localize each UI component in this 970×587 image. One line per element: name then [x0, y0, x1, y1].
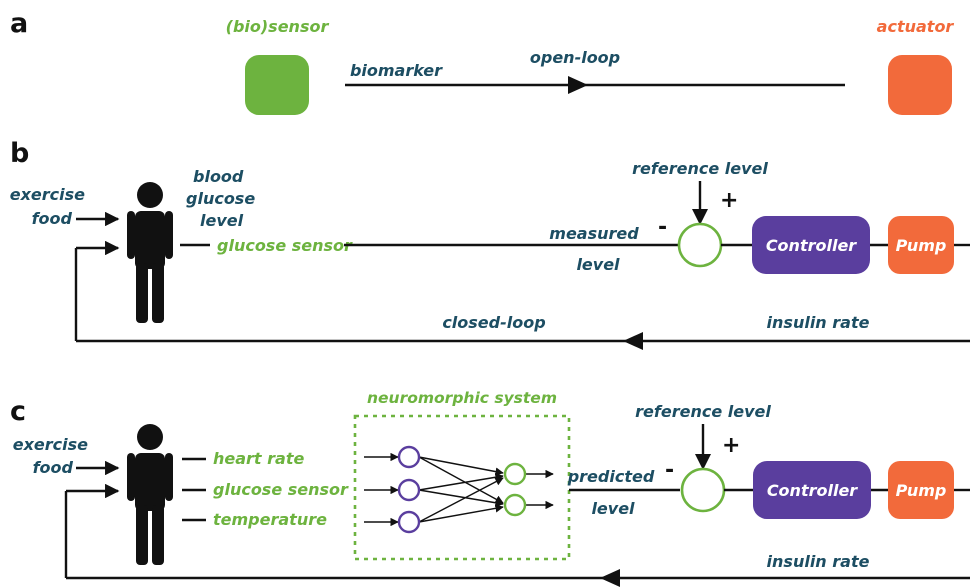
output-neuron	[503, 462, 527, 486]
pump-block	[888, 216, 954, 274]
panel-b: b exercise food blood glucose level gluc…	[10, 138, 970, 350]
closed-loop-label: closed-loop	[442, 313, 545, 332]
input-neuron	[397, 445, 421, 469]
plus-sign: +	[722, 433, 740, 458]
insulin-rate-label: insulin rate	[767, 552, 870, 571]
glucose-label: glucose	[186, 189, 255, 208]
person-icon	[127, 424, 173, 565]
pump-label: Pump	[896, 236, 947, 255]
insulin-rate-label: insulin rate	[767, 313, 870, 332]
reference-label: reference level	[635, 402, 771, 421]
arrowhead-icon	[568, 76, 588, 94]
measured-level-label: level	[576, 255, 620, 274]
input-neuron	[397, 510, 421, 534]
output-neuron	[503, 493, 527, 517]
minus-sign: -	[658, 215, 667, 240]
actuator-block	[888, 55, 952, 115]
panel-a-label: a	[10, 8, 28, 39]
controller-block	[753, 461, 871, 519]
arrowhead-icon	[695, 454, 711, 470]
heart-rate-label: heart rate	[213, 449, 304, 468]
level-label: level	[200, 211, 244, 230]
arrowhead-icon	[692, 209, 708, 225]
plus-sign: +	[720, 188, 738, 213]
pump-label: Pump	[896, 481, 947, 500]
panel-c-label: c	[10, 396, 26, 427]
exercise-label: exercise	[13, 435, 88, 454]
panel-c: c exercise food heart rate glucose senso…	[10, 389, 970, 587]
controller-label: Controller	[766, 236, 857, 255]
controller-block	[752, 216, 870, 274]
blood-label: blood	[193, 167, 244, 186]
food-label: food	[33, 458, 74, 477]
person-icon	[127, 182, 173, 323]
food-label: food	[32, 209, 73, 228]
summing-junction-icon	[680, 467, 726, 513]
minus-sign: -	[665, 458, 674, 483]
open-loop-label: open-loop	[530, 48, 620, 67]
biosensor-block	[245, 55, 309, 115]
panel-a: a (bio)sensor actuator biomarker open-lo…	[10, 8, 954, 115]
glucose-sensor-label: glucose sensor	[217, 236, 353, 255]
arrowhead-icon	[623, 332, 643, 350]
actuator-label: actuator	[877, 17, 955, 36]
input-neuron	[397, 478, 421, 502]
controller-label: Controller	[767, 481, 858, 500]
biomarker-label: biomarker	[350, 61, 443, 80]
neuromorphic-box	[353, 414, 571, 561]
predicted-level-label: level	[591, 499, 635, 518]
exercise-label: exercise	[10, 185, 85, 204]
biosensor-label: (bio)sensor	[226, 17, 330, 36]
neuromorphic-label: neuromorphic system	[367, 389, 557, 407]
summing-junction-icon	[677, 222, 723, 268]
glucose-sensor-label: glucose sensor	[213, 480, 349, 499]
panel-b-label: b	[10, 138, 29, 169]
measured-label: measured	[549, 224, 639, 243]
temperature-label: temperature	[213, 510, 327, 529]
reference-label: reference level	[632, 159, 768, 178]
predicted-label: predicted	[567, 467, 655, 486]
pump-block	[888, 461, 954, 519]
neural-network	[364, 445, 554, 534]
arrowhead-icon	[600, 569, 620, 587]
